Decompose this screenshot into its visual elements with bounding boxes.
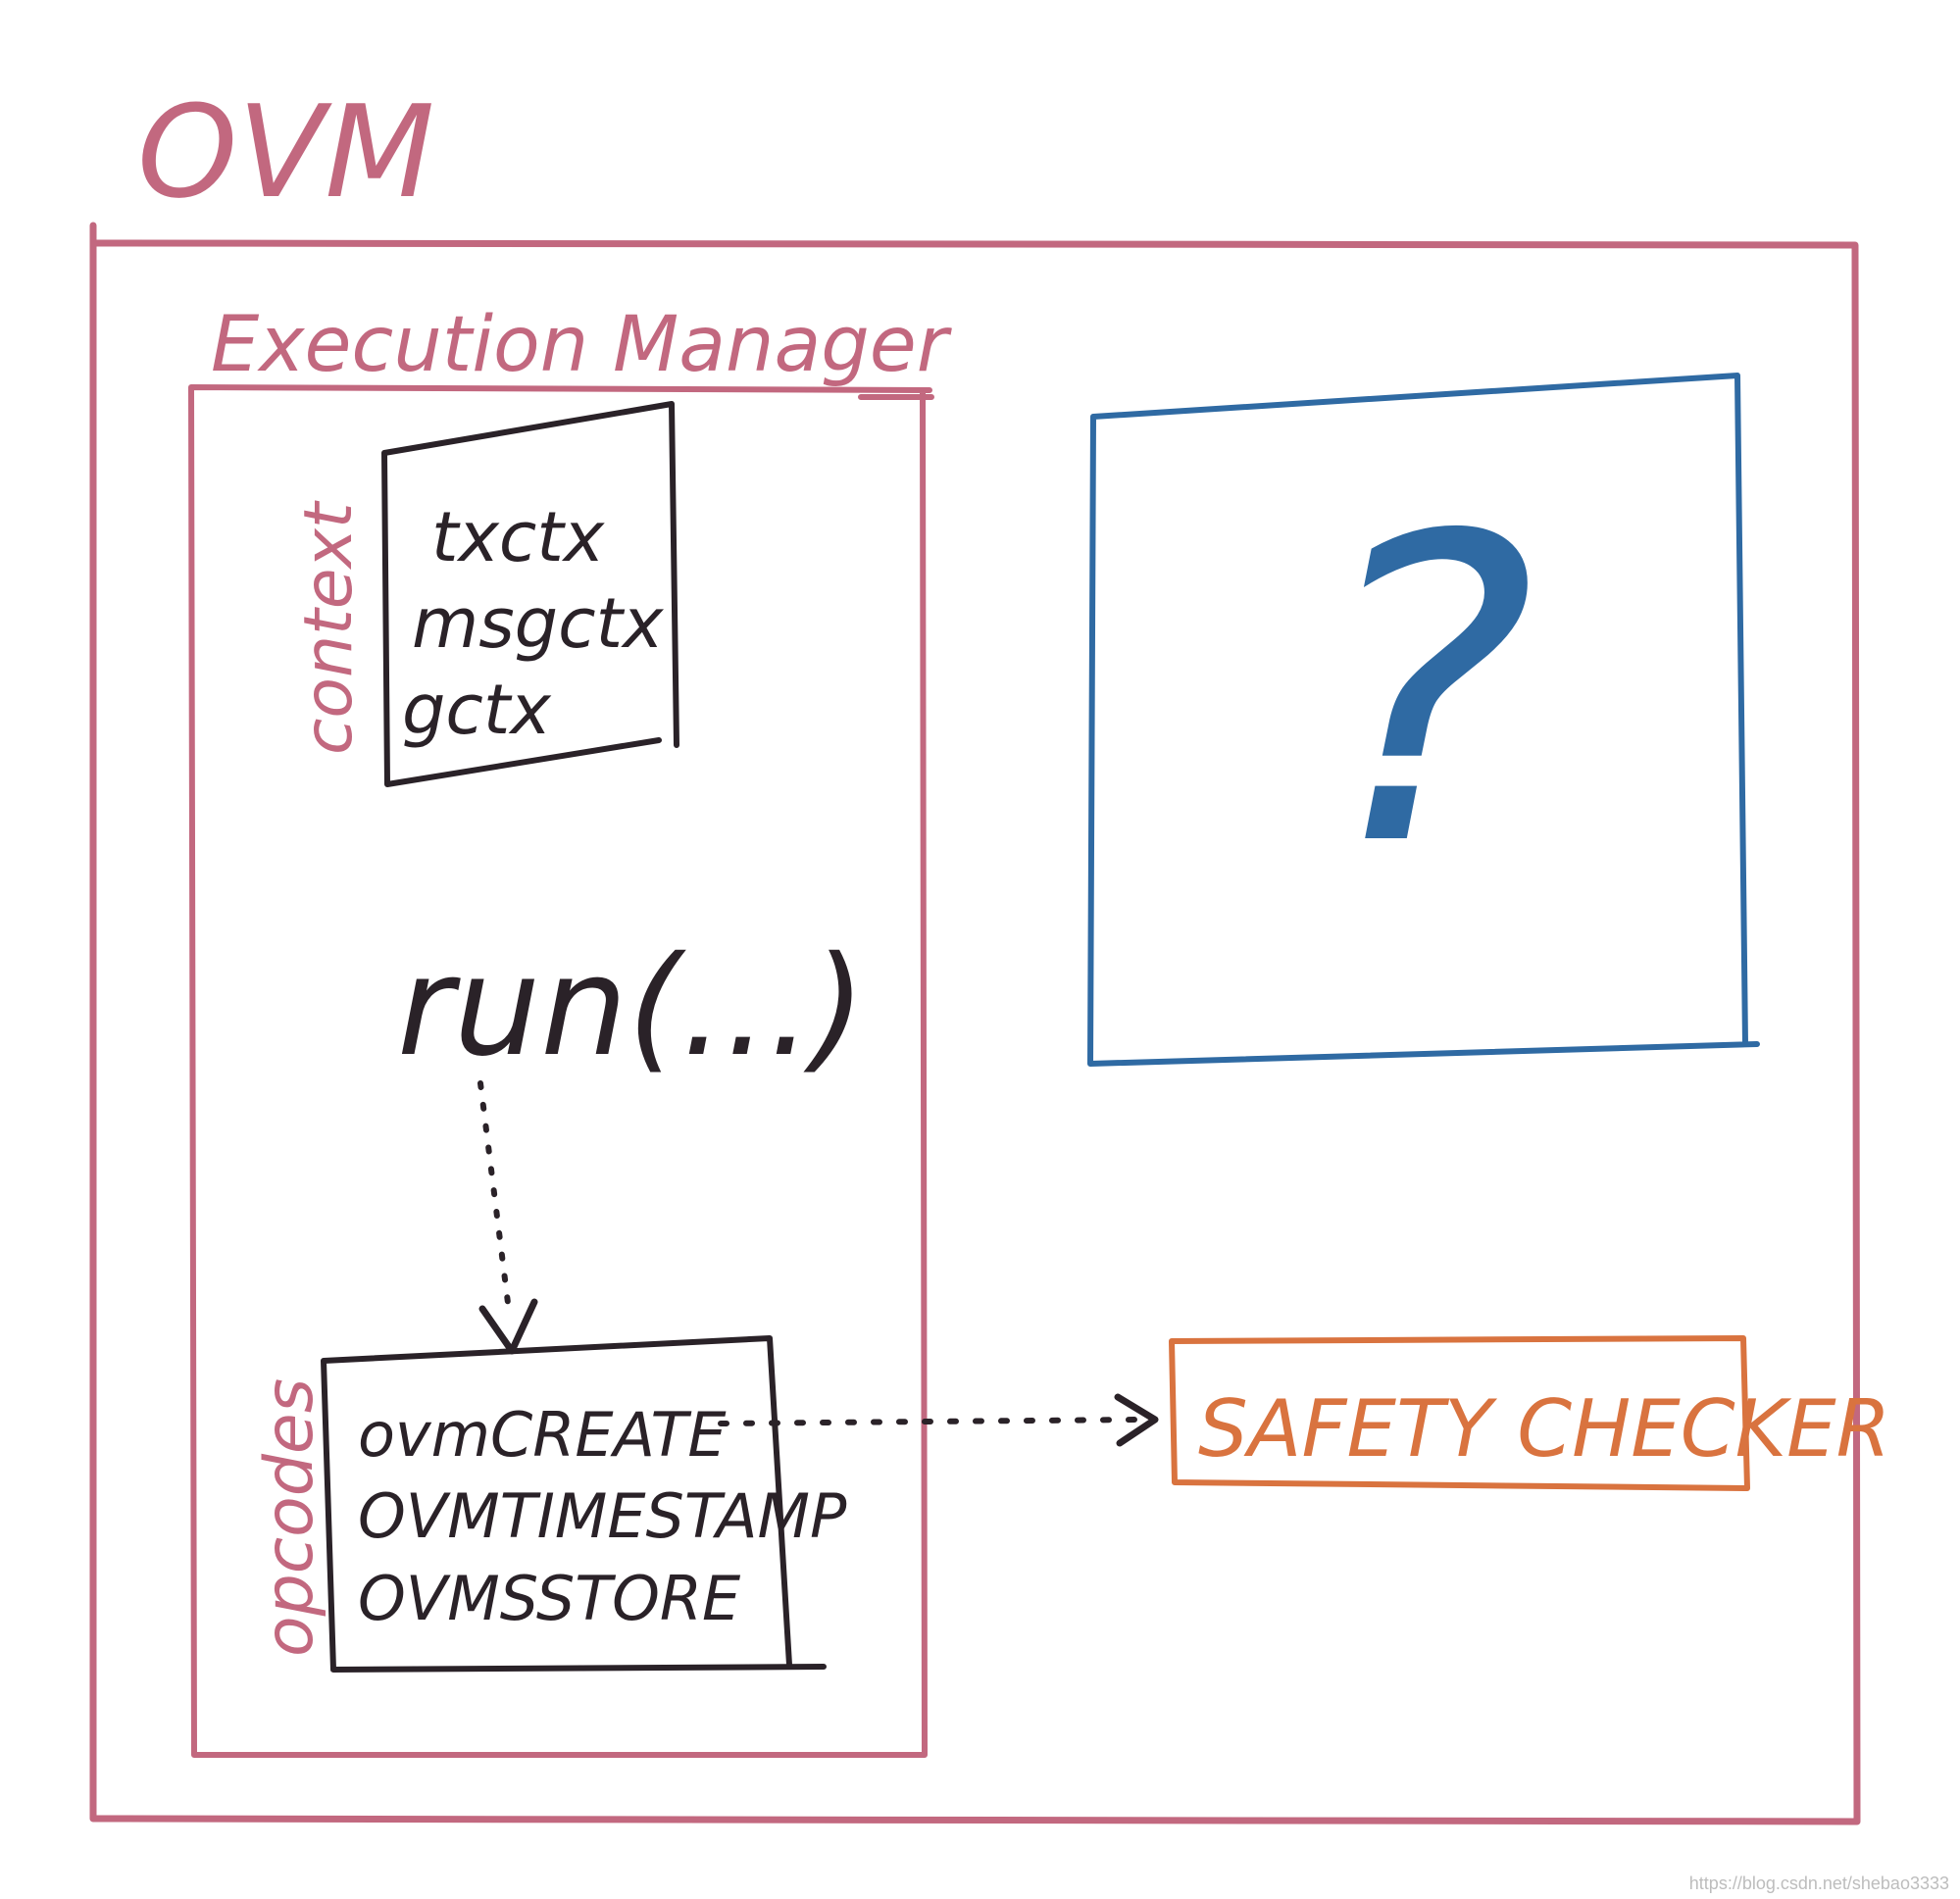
context-box xyxy=(381,401,679,787)
run-to-opcodes-arrow xyxy=(477,1080,513,1322)
context-item-msgctx: msgctx xyxy=(412,583,664,664)
unknown-box xyxy=(1087,373,1760,1067)
execution-manager-label: Execution Manager xyxy=(211,301,953,389)
ovm-title: OVM xyxy=(137,77,434,226)
run-call: run(...) xyxy=(397,927,866,1087)
opcode-ovmsstore: OVMSSTORE xyxy=(358,1563,741,1634)
context-item-txctx: txctx xyxy=(431,497,605,577)
opcodes-to-safety-arrowhead xyxy=(1114,1393,1159,1447)
execution-manager-frame xyxy=(188,384,934,1758)
context-item-gctx: gctx xyxy=(402,670,551,750)
opcodes-label: opcodes xyxy=(251,1378,328,1657)
safety-checker-label: SAFETY CHECKER xyxy=(1198,1383,1890,1474)
safety-checker-box xyxy=(1169,1335,1750,1491)
opcodes-box xyxy=(321,1335,827,1673)
run-to-opcodes-arrowhead xyxy=(478,1298,538,1355)
unknown-symbol: ? xyxy=(1312,448,1535,938)
ovm-frame xyxy=(89,222,1861,1825)
watermark: https://blog.csdn.net/shebao3333 xyxy=(1689,1874,1949,1893)
context-label: context xyxy=(290,500,368,755)
opcode-ovmtimestamp: OVMTIMESTAMP xyxy=(358,1480,847,1552)
opcodes-to-safety-arrow xyxy=(718,1417,1140,1426)
opcode-ovmcreate: ovmCREATE xyxy=(358,1399,727,1471)
